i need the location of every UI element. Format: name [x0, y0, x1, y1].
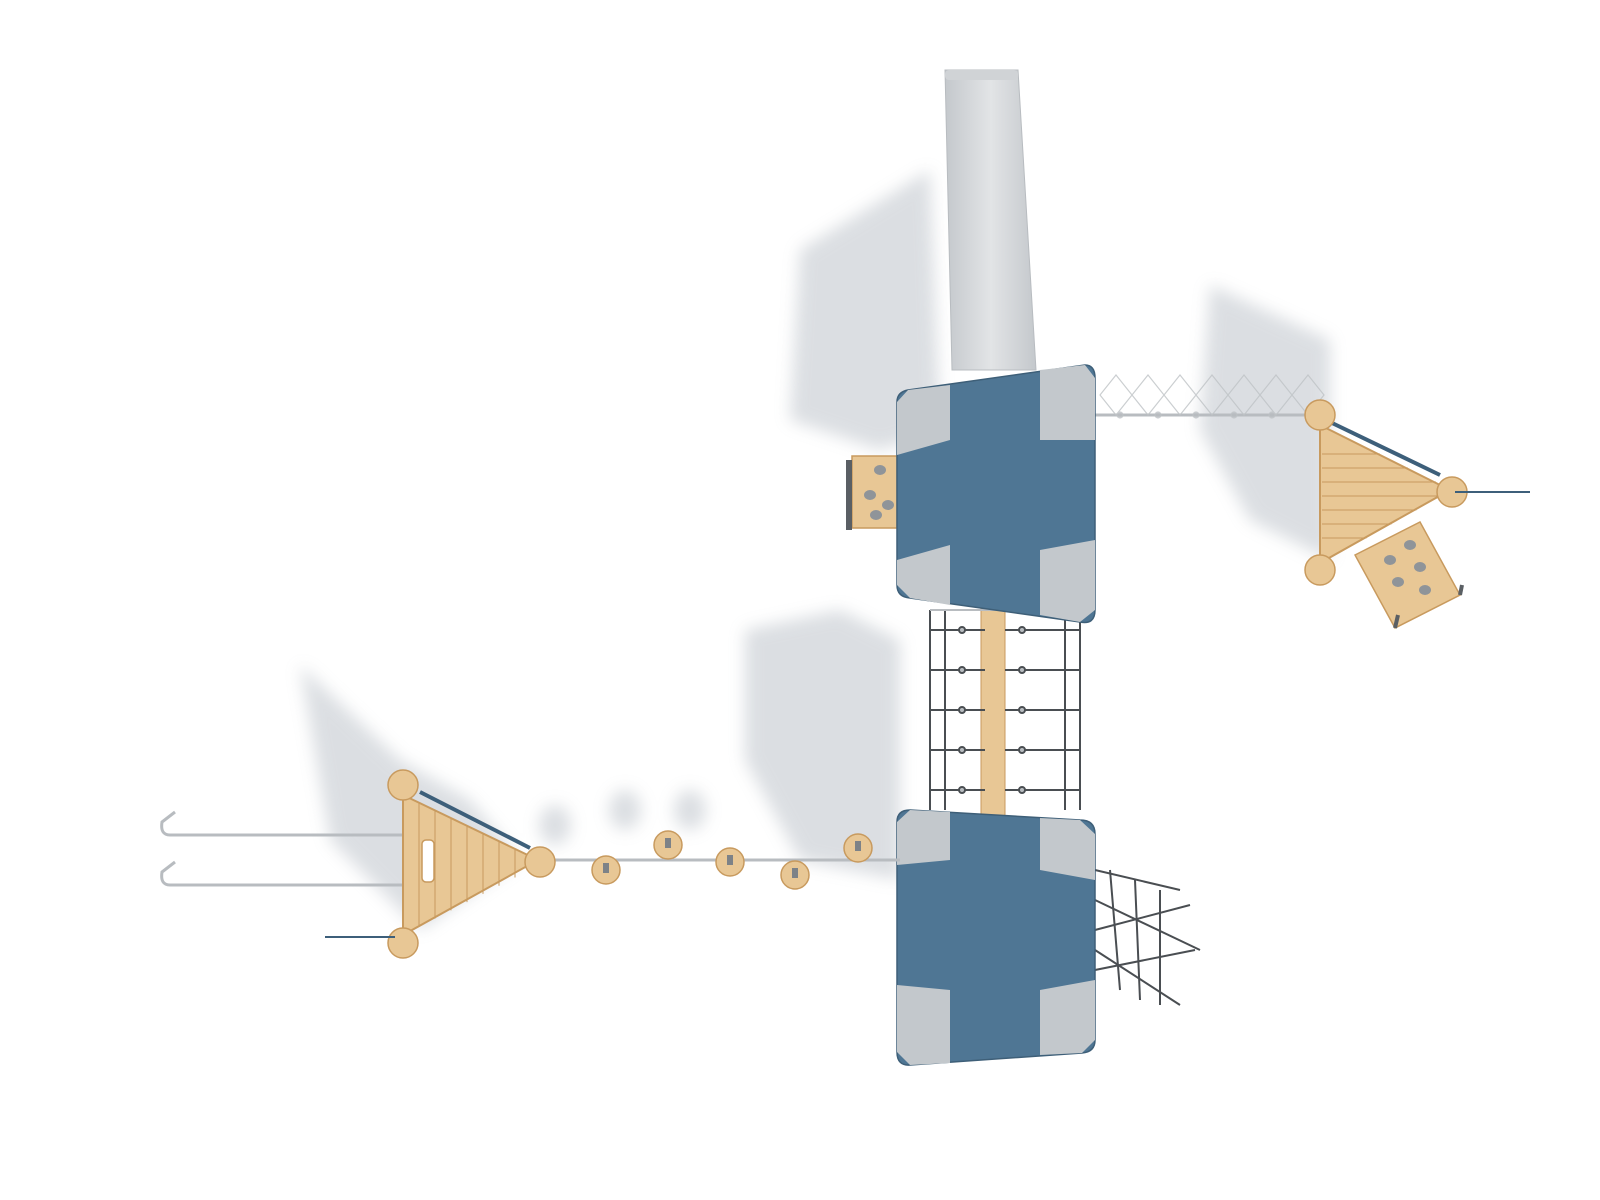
rope-clamp: [958, 746, 966, 754]
roof-corner-plates: [897, 810, 1095, 1065]
roof-corner-plate: [1040, 540, 1095, 622]
rope-clamp: [958, 786, 966, 794]
upper-tower-roof: [896, 364, 1096, 624]
post-shadow: [609, 790, 641, 830]
rope-clamp: [1192, 411, 1200, 419]
net-strand: [1109, 869, 1161, 1005]
post-bolt: [855, 841, 861, 851]
shadow: [1200, 285, 1330, 560]
net-cell: [1099, 374, 1133, 416]
ladder-rail: [160, 860, 403, 887]
corner-post: [387, 769, 419, 801]
net-cell: [1131, 374, 1165, 416]
ladder-foot: [1458, 584, 1464, 596]
rope-clamp: [1154, 411, 1162, 419]
climbing-hold: [1419, 585, 1431, 595]
ground-shadows: [300, 170, 1330, 930]
rope-clamp: [1018, 706, 1026, 714]
lower-tower-roof: [896, 809, 1096, 1066]
climbing-wall: [846, 455, 898, 530]
wall-frame: [846, 460, 852, 530]
post-shadow: [674, 790, 706, 830]
post-bolt: [727, 855, 733, 865]
rope-clamp: [958, 626, 966, 634]
roof-corner-plate: [1040, 818, 1095, 880]
rope-clamp: [1268, 411, 1276, 419]
climbing-holds-icon: [1384, 540, 1464, 629]
upper-rope-traverse: [1085, 374, 1325, 419]
net-cell: [1291, 374, 1325, 416]
right-triangle-platform: [1304, 399, 1530, 629]
roof-corner-plate: [1040, 365, 1095, 440]
net-cell: [1163, 374, 1197, 416]
climbing-hold: [874, 465, 886, 475]
roof-corner-plate: [897, 985, 950, 1065]
corner-post: [524, 846, 556, 878]
climbing-hold: [882, 500, 894, 510]
cargo-net: [1094, 869, 1201, 1006]
climbing-hold: [870, 510, 882, 520]
post-bolt: [792, 868, 798, 878]
corner-post: [387, 927, 419, 959]
stepping-posts: [545, 830, 900, 890]
rope-clamp: [1018, 666, 1026, 674]
shadow: [745, 610, 900, 880]
rope-clamp: [958, 666, 966, 674]
rope-clamp: [1230, 411, 1238, 419]
ladder-rail: [160, 810, 403, 837]
post-bolt: [665, 838, 671, 848]
climbing-hold: [1392, 577, 1404, 587]
slide: [944, 69, 1037, 371]
shadow: [790, 170, 940, 450]
rope-bridge: [929, 604, 1081, 821]
corner-post: [1304, 399, 1336, 431]
rope-clamp: [958, 706, 966, 714]
rope-clamp: [1018, 786, 1026, 794]
roof-corner-plate: [897, 810, 950, 865]
left-triangle-platform: [160, 769, 556, 959]
climbing-hold: [864, 490, 876, 500]
corner-post: [1304, 554, 1336, 586]
rope-clamp: [1018, 626, 1026, 634]
climbing-hold: [1404, 540, 1416, 550]
roof-corner-plate: [1040, 980, 1095, 1055]
roof-corner-plate: [897, 545, 950, 605]
roof-corner-plate: [897, 385, 950, 455]
post-shadow: [539, 805, 571, 845]
roof-corner-plates: [897, 365, 1095, 622]
climbing-holds-icon: [846, 460, 894, 530]
climbing-hold: [1384, 555, 1396, 565]
climbing-hold: [1414, 562, 1426, 572]
ladder-foot: [1393, 614, 1400, 629]
rope-clamp: [1018, 746, 1026, 754]
net-strand: [1094, 904, 1196, 971]
post-bolt: [603, 863, 609, 873]
rope-clamp: [1116, 411, 1124, 419]
